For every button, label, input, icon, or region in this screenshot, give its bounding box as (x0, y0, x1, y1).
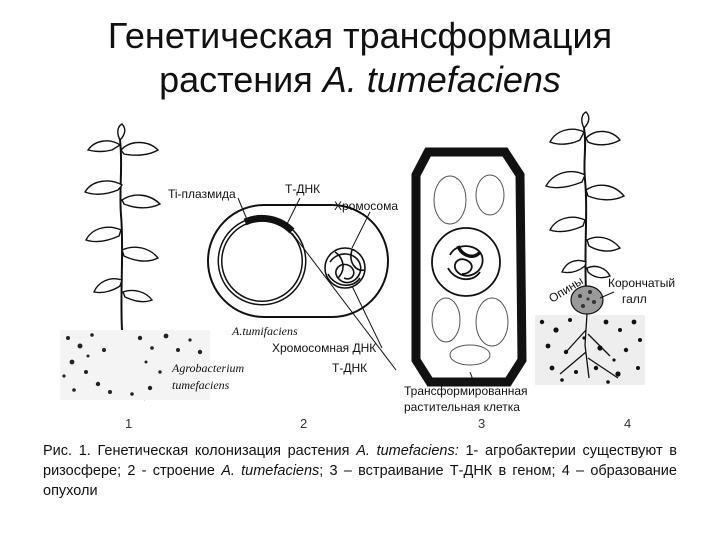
t-dna-label: Т-ДНК (285, 182, 320, 196)
caption-part-2: 1- агробактерии существуют в ризосфере; … (43, 443, 677, 479)
title-line-2-prefix: растения (159, 59, 323, 100)
slide-title: Генетическая трансформация растения A. t… (0, 14, 720, 102)
t-dna-bottom-label: Т-ДНК (332, 361, 367, 375)
vacuoles (431, 174, 509, 366)
chromosomal-dna-label: Хромосомная ДНК (272, 341, 376, 355)
panel-2: Ti-плазмида Т-ДНК Хромосома A.tumifacien… (168, 182, 398, 431)
cell-label-line-1: Трансформированная (404, 384, 528, 398)
panel-3-number: 3 (478, 416, 485, 431)
panel-4: Опины Корончатый галл 4 (535, 111, 675, 431)
panel-1: Agrobacterium tumefaciens 1 (60, 123, 245, 431)
panel-4-number: 4 (624, 416, 631, 431)
title-line-2: растения A. tumefaciens (0, 58, 720, 102)
cell-label-line-2: растительная клетка (404, 400, 520, 414)
panel-1-label-line-1: Agrobacterium (171, 361, 245, 375)
soil-1 (60, 330, 210, 400)
panel-3: Трансформированная растительная клетка 3 (404, 147, 528, 431)
panel-2-number: 2 (300, 416, 307, 431)
panel-2-pointers (237, 197, 397, 371)
caption-species-2: A. tumefaciens (221, 463, 320, 479)
caption-part-1: Рис. 1. Генетическая колонизация растени… (43, 443, 357, 459)
panel-1-number: 1 (125, 416, 132, 431)
panel-1-label-line-2: tumefaciens (172, 378, 230, 392)
caption-part-3: ; 3 – встраивание Т-ДНК в геном; 4 – обр… (43, 463, 677, 499)
figure-caption: Рис. 1. Генетическая колонизация растени… (43, 441, 677, 501)
integrated-t-dna (447, 245, 484, 281)
caption-species-1: A. tumefaciens: (356, 443, 459, 459)
plant-4-illustration (544, 111, 626, 291)
species-label: A.tumifaciens (231, 324, 298, 338)
ti-plasmid-label: Ti-плазмида (168, 187, 236, 201)
bacterium-cell (207, 204, 389, 318)
title-line-1: Генетическая трансформация (107, 15, 613, 56)
nucleus (431, 227, 501, 297)
chromosome-label: Хромосома (334, 199, 398, 213)
gall-label-line-1: Корончатый (608, 276, 675, 290)
gall-label-line-2: галл (622, 292, 647, 306)
soil-4 (535, 313, 645, 385)
plant-1-illustration (83, 123, 162, 401)
t-dna-segment (243, 214, 295, 234)
title-species: A. tumefaciens (322, 59, 561, 100)
chromosome-tangle (324, 247, 366, 289)
